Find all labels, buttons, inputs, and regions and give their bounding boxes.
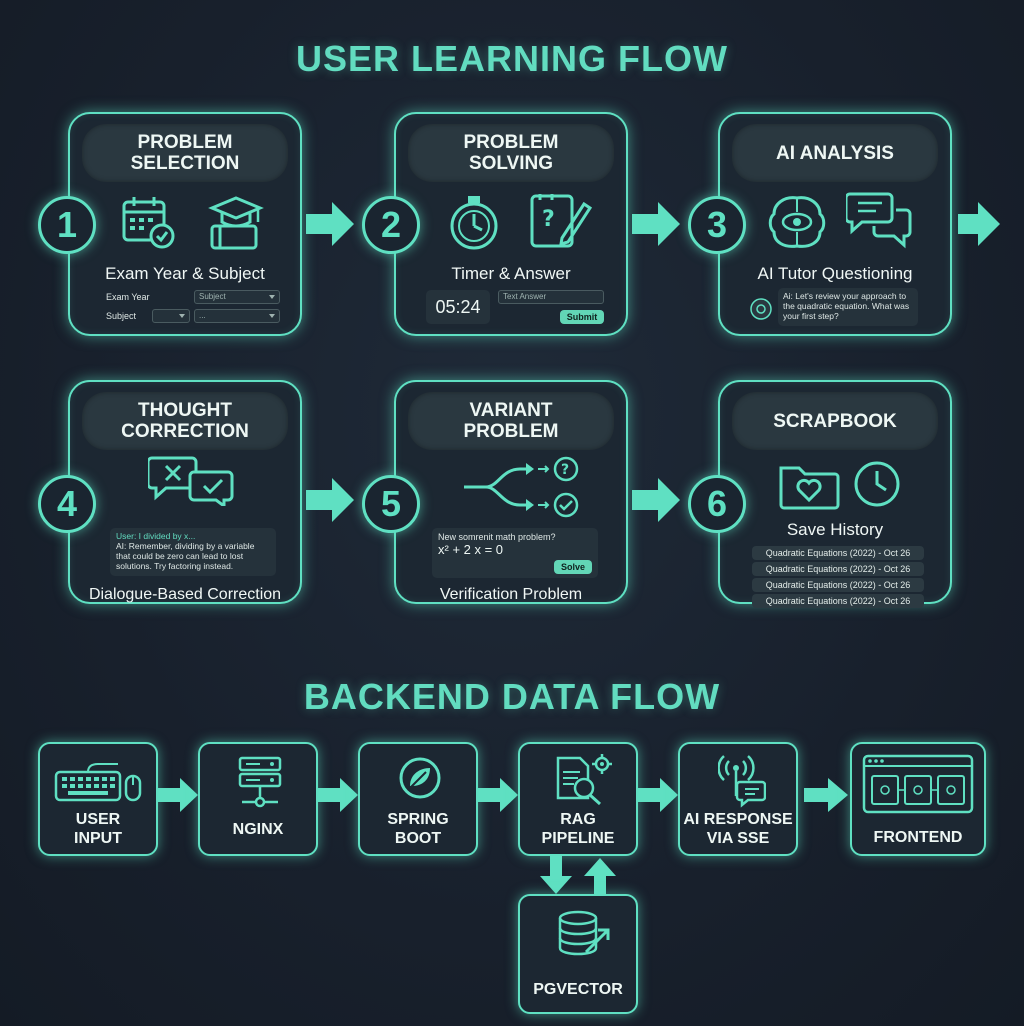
broadcast-chat-icon	[718, 755, 766, 808]
exam-year-select[interactable]: Subject	[194, 290, 280, 304]
subject-select-small[interactable]	[152, 309, 190, 323]
step-caption: Verification Problem	[439, 586, 583, 603]
step-title: SCRAPBOOK	[732, 392, 938, 450]
svg-text:?: ?	[542, 207, 555, 232]
step-number: 5	[362, 475, 420, 533]
arrow-right-icon	[318, 778, 358, 812]
step-number: 6	[688, 475, 746, 533]
history-item[interactable]: Quadratic Equations (2022) - Oct 26	[752, 546, 924, 560]
brain-eye-icon	[768, 196, 826, 248]
backend-pgvector: PGVECTOR	[518, 894, 638, 1014]
wrong-right-chat-icon	[148, 456, 234, 506]
chat-bubbles-icon	[846, 192, 912, 249]
step-number: 3	[688, 196, 746, 254]
arrow-right-icon	[804, 778, 848, 812]
submit-button[interactable]: Submit	[560, 310, 604, 324]
subject-label: Subject	[106, 311, 137, 321]
problem-prompt: New somrenit math problem?	[438, 532, 556, 542]
arrow-right-icon	[158, 778, 198, 812]
branch-variant-icon: ?	[464, 456, 579, 518]
backend-label: PGVECTOR	[533, 981, 623, 998]
question-pencil-icon: ?	[530, 194, 592, 248]
correction-dialogue: User: I divided by x... AI: Remember, di…	[110, 528, 276, 576]
history-item[interactable]: Quadratic Equations (2022) - Oct 26	[752, 578, 924, 592]
server-icon	[238, 756, 282, 808]
calendar-check-icon	[122, 197, 175, 249]
backend-label: FRONTEND	[873, 829, 963, 846]
chevron-down-icon	[269, 314, 275, 318]
arrow-right-icon	[478, 778, 518, 812]
svg-text:?: ?	[561, 462, 569, 478]
backend-label: NGINX	[232, 821, 284, 838]
step-caption: Save History	[786, 520, 884, 539]
timer-display: 05:24	[426, 290, 490, 324]
answer-input[interactable]: Text Answer	[498, 290, 604, 304]
backend-flow-title: BACKEND DATA FLOW	[303, 676, 721, 717]
step-caption: Dialogue-Based Correction	[88, 586, 282, 603]
step-number: 4	[38, 475, 96, 533]
arrow-right-icon	[632, 202, 680, 246]
book-graduation-cap-icon	[208, 196, 264, 250]
history-item[interactable]: Quadratic Equations (2022) - Oct 26	[752, 594, 924, 608]
step-title: AI ANALYSIS	[732, 124, 938, 182]
exam-year-label: Exam Year	[106, 292, 150, 302]
history-item[interactable]: Quadratic Equations (2022) - Oct 26	[752, 562, 924, 576]
step-caption: Exam Year & Subject	[105, 264, 265, 283]
variant-problem-panel: New somrenit math problem? x² + 2 x = 0 …	[432, 528, 598, 578]
step-number: 1	[38, 196, 96, 254]
arrow-right-icon	[632, 478, 680, 522]
arrow-right-icon	[638, 778, 678, 812]
stopwatch-icon	[450, 196, 498, 250]
clock-history-icon	[854, 461, 900, 507]
ai-message: AI: Remember, dividing by a variable tha…	[116, 541, 255, 571]
document-search-icon	[556, 754, 612, 806]
backend-frontend: FRONTEND	[850, 742, 986, 856]
arrow-right-icon	[306, 478, 354, 522]
backend-nginx: NGINX	[198, 742, 318, 856]
step-number: 2	[362, 196, 420, 254]
database-icon	[558, 910, 610, 956]
browser-window-icon	[862, 754, 974, 814]
user-message: User: I divided by x...	[116, 531, 196, 541]
spring-leaf-icon	[399, 757, 441, 799]
chevron-down-icon	[269, 295, 275, 299]
solve-button[interactable]: Solve	[554, 560, 592, 574]
arrow-right-icon	[306, 202, 354, 246]
chevron-down-icon	[179, 314, 185, 318]
subject-select[interactable]: ...	[194, 309, 280, 323]
problem-equation: x² + 2 x = 0	[438, 542, 504, 557]
step-card-ai-analysis: AI ANALYSIS AI Tutor Questioning Ai: Let…	[718, 112, 952, 336]
ai-message: Ai: Let's review your approach to the qu…	[778, 288, 918, 326]
arrow-right-icon	[958, 202, 1000, 246]
keyboard-mouse-icon	[54, 763, 142, 802]
folder-heart-icon	[779, 466, 840, 510]
user-flow-title: USER LEARNING FLOW	[296, 38, 728, 79]
bidirectional-arrows-icon	[540, 856, 616, 896]
step-card-scrapbook: SCRAPBOOK Save History Quadratic Equatio…	[718, 380, 952, 608]
step-caption: Timer & Answer	[451, 264, 571, 283]
step-caption: AI Tutor Questioning	[757, 264, 913, 283]
ai-avatar-icon	[750, 298, 772, 320]
